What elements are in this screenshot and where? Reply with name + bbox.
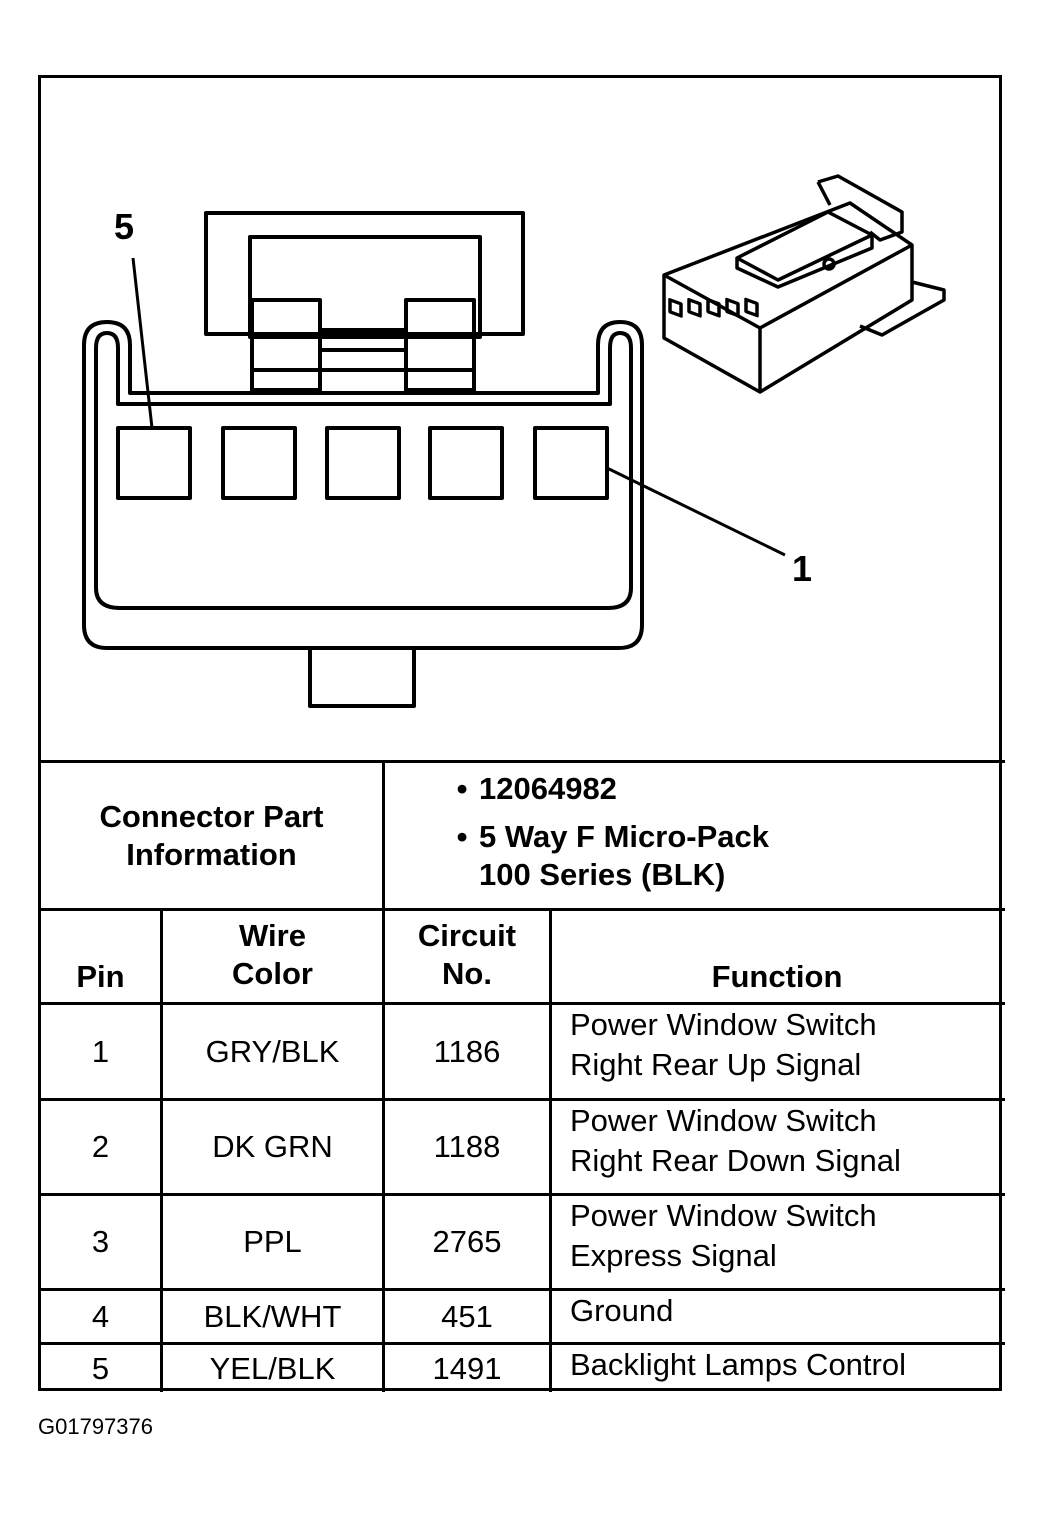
pin5-callout-label: 5	[114, 206, 135, 247]
cell-pin: 2	[91, 1129, 110, 1164]
table-top-line	[38, 760, 1005, 763]
function-line2: Right Rear Down Signal	[570, 1143, 901, 1178]
cavity-4	[221, 426, 297, 500]
row-line-1	[38, 1098, 1005, 1101]
function-line1: Power Window Switch	[570, 1198, 877, 1233]
col-divider-2	[382, 908, 385, 1392]
cell-circuit: 1186	[433, 1033, 501, 1069]
row-line-2	[38, 1193, 1005, 1196]
function-line1: Power Window Switch	[570, 1007, 877, 1042]
cell-pin: 4	[91, 1298, 110, 1334]
part-number: 12064982	[479, 771, 617, 806]
description-line1: 5 Way F Micro-Pack	[479, 819, 770, 854]
function-line2: Express Signal	[570, 1238, 777, 1273]
header-wire-color: Wire Color	[163, 911, 382, 1002]
cell-wire-color: GRY/BLK	[205, 1033, 340, 1069]
header-circuit: Circuit No.	[385, 911, 549, 1002]
description-row: • 5 Way F Micro-Pack 100 Series (BLK)	[445, 818, 769, 894]
row-line-3	[38, 1288, 1005, 1291]
cavity-3	[325, 426, 401, 500]
header-wire-color-line2: Color	[232, 955, 313, 991]
figure-id: G01797376	[38, 1414, 153, 1439]
header-circuit-line1: Circuit	[417, 917, 517, 953]
connector-body-outer	[82, 320, 644, 650]
cell-pin: 5	[91, 1350, 110, 1386]
latch-block-left	[250, 298, 322, 392]
latch-block-right	[404, 298, 476, 392]
header-pin: Pin	[76, 959, 125, 994]
cell-circuit: 2765	[432, 1224, 502, 1259]
header-function: Function	[711, 959, 843, 994]
pin1-callout-label: 1	[792, 548, 813, 589]
function-line2: Right Rear Up Signal	[570, 1047, 862, 1082]
connector-isometric-view	[662, 174, 946, 394]
row-line-4	[38, 1342, 1005, 1345]
description-line2: 100 Series (BLK)	[479, 857, 726, 892]
part-info-label: Connector Part Information	[41, 763, 382, 908]
header-wire-color-line1: Wire	[239, 917, 306, 953]
bullet-icon: •	[456, 819, 468, 854]
part-info-label-line2: Information	[126, 836, 297, 872]
diagram-frame	[38, 75, 1002, 1391]
leader-line-pin5	[131, 257, 154, 429]
cell-function: Ground	[570, 1291, 1000, 1342]
function-line1: Ground	[570, 1293, 674, 1328]
leader-line-pin1	[606, 466, 786, 557]
header-top-line	[38, 908, 1005, 911]
cell-circuit: 1491	[432, 1350, 502, 1386]
cell-pin: 1	[91, 1033, 110, 1069]
cell-wire-color: DK GRN	[212, 1129, 333, 1164]
cavity-5	[116, 426, 192, 500]
bullet-icon: •	[456, 771, 468, 806]
col-divider-3	[549, 908, 552, 1392]
part-number-row: • 12064982	[445, 770, 617, 808]
col-divider-1	[160, 908, 163, 1392]
cell-circuit: 451	[441, 1298, 493, 1334]
latch-housing	[204, 211, 525, 336]
part-info-label-line1: Connector Part	[99, 798, 324, 834]
cell-circuit: 1188	[433, 1129, 501, 1164]
header-circuit-line2: No.	[442, 955, 492, 991]
connector-drawing	[82, 174, 946, 708]
function-line1: Backlight Lamps Control	[570, 1347, 906, 1382]
header-bottom-line	[38, 1002, 1005, 1005]
bottom-tab	[308, 646, 416, 708]
cell-wire-color: PPL	[243, 1224, 302, 1259]
latch-inner	[248, 235, 482, 339]
part-info-divider	[382, 760, 385, 910]
cell-wire-color: YEL/BLK	[209, 1350, 336, 1386]
cell-wire-color: BLK/WHT	[203, 1298, 342, 1334]
function-line1: Power Window Switch	[570, 1103, 877, 1138]
cavity-2	[428, 426, 504, 500]
cell-pin: 3	[91, 1224, 110, 1259]
cavity-1	[533, 426, 609, 500]
cell-function: Backlight Lamps Control	[570, 1345, 1000, 1392]
connector-body-inner	[94, 331, 633, 610]
part-info-values: • 12064982 • 5 Way F Micro-Pack 100 Seri…	[445, 770, 985, 900]
